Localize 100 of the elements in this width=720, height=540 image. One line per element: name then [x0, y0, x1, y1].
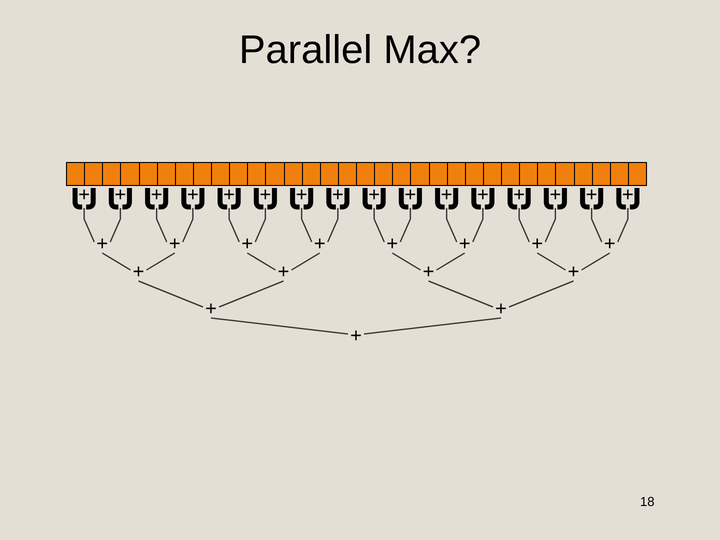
- connector-line: [182, 208, 194, 242]
- connector-line: [581, 252, 610, 271]
- brace-connector: [556, 188, 567, 210]
- brace-connector: [108, 188, 119, 210]
- brace-connector: [412, 188, 422, 210]
- plus-operator: +: [94, 235, 110, 253]
- array-cell: [284, 162, 303, 186]
- connector-line: [146, 252, 176, 271]
- connector-line: [210, 317, 348, 335]
- plus-operator: +: [276, 263, 292, 281]
- brace-connector: [435, 188, 446, 210]
- plus-operator: +: [547, 186, 564, 204]
- plus-operator: +: [366, 186, 382, 204]
- connector-line: [246, 252, 276, 271]
- array-cell: [320, 162, 339, 186]
- connector-line: [156, 208, 168, 242]
- slide-title: Parallel Max?: [238, 28, 482, 73]
- brace-connector: [376, 188, 386, 210]
- connector-line: [364, 317, 502, 335]
- connector-line: [83, 208, 95, 242]
- plus-operator: +: [294, 186, 310, 204]
- connector-line: [254, 208, 266, 242]
- connector-line: [436, 252, 466, 271]
- connector-line: [291, 252, 320, 271]
- plus-operator: +: [239, 235, 256, 253]
- brace-connector: [520, 188, 531, 210]
- connector-line: [400, 208, 412, 242]
- array-cell: [446, 162, 466, 186]
- plus-operator: +: [166, 235, 183, 253]
- plus-operator: +: [312, 235, 328, 253]
- brace-connector: [181, 188, 192, 210]
- array-cell: [66, 162, 86, 186]
- brace-connector: [339, 188, 350, 210]
- brace-connector: [122, 188, 132, 210]
- plus-operator: +: [184, 186, 201, 204]
- connector-line: [110, 208, 122, 242]
- brace-connector: [145, 188, 156, 210]
- array-cell: [392, 162, 412, 186]
- plus-operator: +: [584, 186, 600, 204]
- plus-operator: +: [148, 186, 165, 204]
- plus-operator: +: [330, 186, 346, 204]
- brace-connector: [580, 188, 590, 210]
- plus-operator: +: [474, 186, 491, 204]
- array-cell: [519, 162, 538, 186]
- brace-connector: [484, 188, 494, 210]
- array-cell: [102, 162, 122, 186]
- brace-connector: [254, 188, 264, 210]
- brace-connector: [616, 188, 626, 210]
- plus-operator: +: [602, 235, 618, 253]
- connector-line: [508, 280, 574, 308]
- array-cell: [211, 162, 230, 186]
- connector-line: [536, 252, 566, 271]
- connector-line: [392, 252, 421, 271]
- plus-operator: +: [511, 186, 528, 204]
- array-cell: [229, 162, 248, 186]
- array-cell: [428, 162, 448, 186]
- array-cell: [192, 162, 212, 186]
- connector-line: [228, 208, 240, 242]
- array-cell: [537, 162, 556, 186]
- plus-operator: +: [438, 186, 455, 204]
- plus-operator: +: [566, 263, 582, 281]
- array-cell: [592, 162, 611, 186]
- brace-connector: [629, 188, 640, 210]
- plus-operator: +: [402, 186, 418, 204]
- connector-line: [544, 208, 556, 242]
- connector-line: [300, 208, 312, 242]
- page-number: 18: [640, 494, 654, 509]
- connector-line: [590, 208, 602, 242]
- brace-connector: [471, 188, 482, 210]
- plus-operator: +: [112, 186, 128, 204]
- array-cell: [247, 162, 266, 186]
- plus-operator: +: [384, 235, 400, 253]
- array-cell: [464, 162, 484, 186]
- brace-connector: [72, 188, 83, 210]
- array-cell: [138, 162, 158, 186]
- brace-connector: [290, 188, 300, 210]
- connector-line: [373, 208, 385, 242]
- connector-line: [102, 252, 131, 271]
- connector-line: [617, 208, 629, 242]
- brace-connector: [544, 188, 554, 210]
- connector-line: [518, 208, 530, 242]
- brace-connector: [266, 188, 277, 210]
- plus-operator: +: [348, 327, 364, 345]
- plus-operator: +: [76, 186, 92, 204]
- brace-connector: [303, 188, 314, 210]
- array-cell: [156, 162, 176, 186]
- brace-connector: [362, 188, 373, 210]
- brace-connector: [194, 188, 204, 210]
- array-cell: [84, 162, 104, 186]
- array-cell: [410, 162, 430, 186]
- array-cell: [356, 162, 376, 186]
- plus-operator: +: [130, 263, 146, 281]
- array-cell: [610, 162, 629, 186]
- plus-operator: +: [493, 300, 509, 318]
- plus-operator: +: [456, 235, 473, 253]
- brace-connector: [230, 188, 241, 210]
- array-cell: [628, 162, 647, 186]
- array-cell: [555, 162, 574, 186]
- plus-operator: +: [203, 300, 219, 318]
- plus-operator: +: [620, 186, 636, 204]
